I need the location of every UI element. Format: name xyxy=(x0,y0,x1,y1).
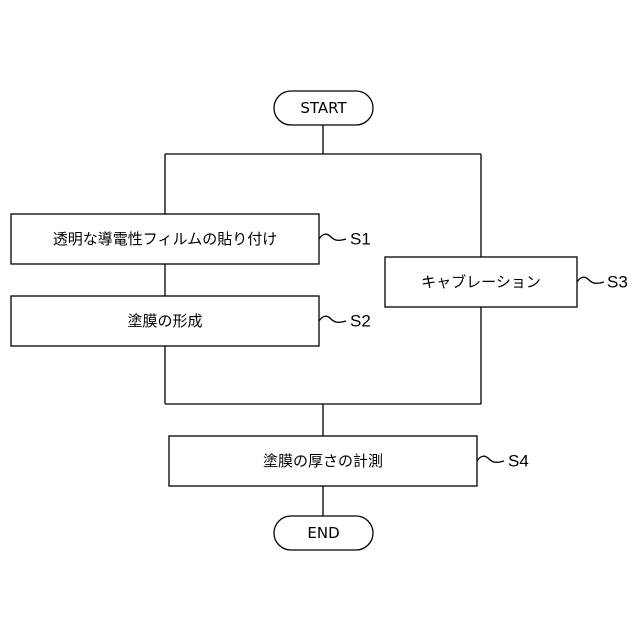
start-terminal: START xyxy=(274,91,373,125)
end-label: END xyxy=(307,524,339,542)
step-s4-label: S4 xyxy=(508,452,529,471)
start-label: START xyxy=(300,99,347,117)
step-s2: 塗膜の形成 S2 xyxy=(11,296,371,346)
step-s4-text: 塗膜の厚さの計測 xyxy=(263,452,383,470)
step-s4-leader xyxy=(477,456,504,462)
step-s3: キャブレーション S3 xyxy=(385,257,628,307)
step-s3-leader xyxy=(577,277,604,283)
step-s1-text: 透明な導電性フィルムの貼り付け xyxy=(53,230,277,248)
step-s1: 透明な導電性フィルムの貼り付け S1 xyxy=(11,214,371,264)
step-s3-label: S3 xyxy=(607,273,628,292)
step-s3-text: キャブレーション xyxy=(421,273,541,291)
step-s2-text: 塗膜の形成 xyxy=(127,312,202,330)
step-s4: 塗膜の厚さの計測 S4 xyxy=(169,436,529,486)
step-s1-leader xyxy=(319,234,346,240)
step-s2-leader xyxy=(319,316,346,322)
step-s2-label: S2 xyxy=(350,312,371,331)
end-terminal: END xyxy=(274,516,373,550)
step-s1-label: S1 xyxy=(350,230,371,249)
